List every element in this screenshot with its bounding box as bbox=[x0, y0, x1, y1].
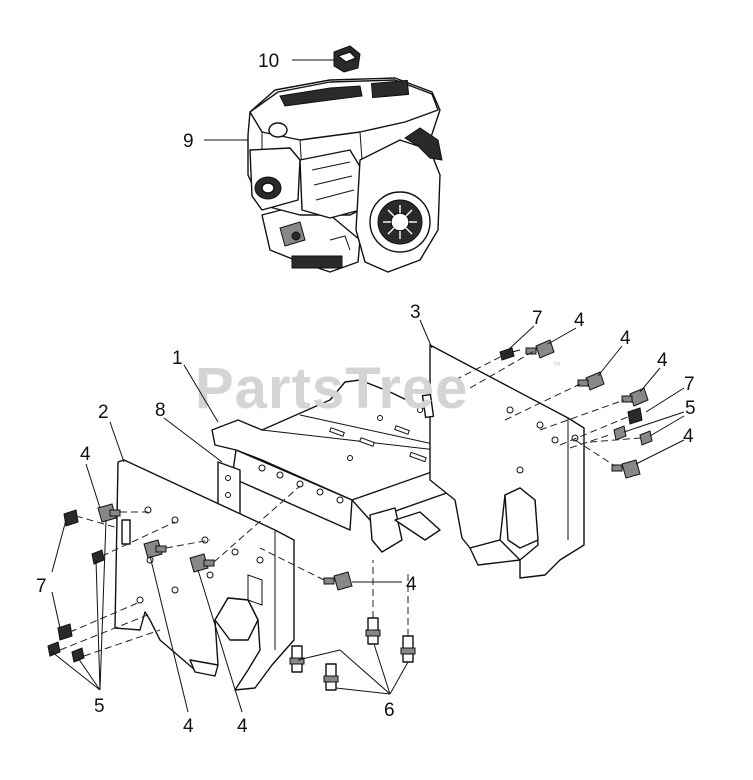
bolt bbox=[613, 425, 627, 441]
leader-lines bbox=[51, 59, 685, 713]
engine-assembly bbox=[247, 77, 443, 273]
callout-3: 3 bbox=[410, 302, 421, 323]
callout-2: 2 bbox=[98, 402, 109, 423]
callout-6: 6 bbox=[384, 700, 395, 721]
stud bbox=[323, 663, 339, 691]
callout-4-bottom-1: 4 bbox=[183, 716, 194, 737]
callout-1: 1 bbox=[172, 348, 183, 369]
callout-7-top: 7 bbox=[532, 308, 543, 329]
callout-10: 10 bbox=[258, 51, 279, 72]
bolt bbox=[63, 509, 79, 527]
bolt bbox=[577, 371, 605, 391]
engine-top-component bbox=[333, 45, 361, 73]
right-side-plate bbox=[421, 344, 585, 579]
bolt bbox=[525, 339, 555, 359]
callout-4-top-3: 4 bbox=[657, 350, 668, 371]
bolt bbox=[71, 647, 85, 663]
callout-7-right: 7 bbox=[684, 374, 695, 395]
bolt bbox=[47, 641, 61, 657]
watermark-text: PartsTree bbox=[195, 356, 468, 421]
callout-5-left: 5 bbox=[94, 696, 105, 717]
callout-4-mid: 4 bbox=[406, 574, 417, 595]
bolt bbox=[97, 503, 121, 523]
bolt bbox=[621, 387, 649, 407]
bolt bbox=[57, 623, 73, 641]
callout-8: 8 bbox=[155, 400, 166, 421]
fan-blades bbox=[383, 205, 417, 239]
bolt bbox=[499, 347, 521, 361]
bolt bbox=[639, 430, 653, 446]
bolt bbox=[323, 571, 353, 591]
watermark-trademark: ™ bbox=[552, 360, 561, 370]
stud bbox=[365, 617, 381, 645]
callout-4-right: 4 bbox=[683, 426, 694, 447]
bolt bbox=[143, 539, 167, 559]
callout-7-left: 7 bbox=[36, 576, 47, 597]
bolt bbox=[627, 407, 643, 425]
callout-labels: 10 9 3 1 2 8 7 4 4 4 7 5 4 4 7 4 5 4 4 6 bbox=[36, 51, 696, 737]
callout-4-left: 4 bbox=[80, 444, 91, 465]
callout-4-top-2: 4 bbox=[620, 328, 631, 349]
stud bbox=[400, 635, 416, 663]
left-side-plate bbox=[114, 459, 295, 691]
bolt bbox=[611, 459, 641, 479]
callout-9: 9 bbox=[183, 131, 194, 152]
alignment-lines bbox=[59, 349, 641, 657]
callout-4-top-1: 4 bbox=[574, 310, 585, 331]
bolt bbox=[189, 553, 215, 573]
callout-5-right: 5 bbox=[685, 398, 696, 419]
bolt bbox=[91, 549, 105, 565]
callout-4-bottom-2: 4 bbox=[237, 716, 248, 737]
